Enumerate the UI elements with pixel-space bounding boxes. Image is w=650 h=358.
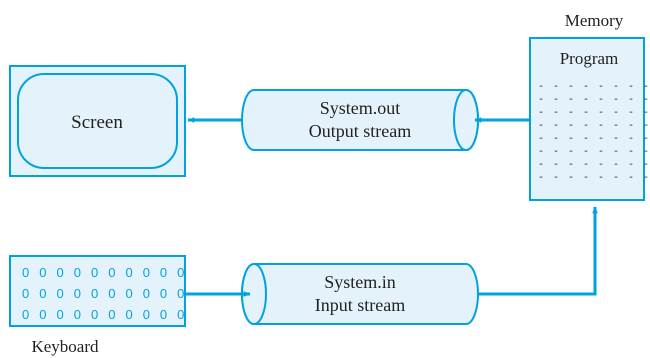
screen-display (17, 73, 178, 169)
output-stream-end (453, 89, 479, 151)
code-line: - - - - - - - - - - (538, 121, 650, 132)
code-line: - - - - - - - - - - (538, 173, 650, 184)
input-to-memory-arrow (478, 206, 598, 296)
keyboard-key-row: 0 0 0 0 0 0 0 0 0 0 (22, 265, 188, 280)
keyboard-label: Keyboard (31, 337, 99, 356)
output-stream-cylinder: System.out Output stream (241, 89, 479, 151)
keyboard-body (9, 255, 186, 327)
output-stream-subtitle: Output stream (309, 121, 411, 141)
output-stream-title: System.out (320, 98, 401, 118)
keyboard: 0 0 0 0 0 0 0 0 0 0 0 0 0 0 0 0 0 0 0 0 … (9, 255, 188, 356)
input-stream-cylinder: System.in Input stream (241, 263, 479, 325)
input-stream-subtitle: Input stream (315, 295, 405, 315)
code-line: - - - - - - - - - - (538, 160, 650, 171)
code-line: - - - - - - - - - - (538, 134, 650, 145)
code-line: - - - - - - - - - - (538, 82, 650, 93)
program-label: Program (560, 49, 619, 68)
keyboard-key-row: 0 0 0 0 0 0 0 0 0 0 (22, 286, 188, 301)
code-line: - - - - - - - - - - (538, 147, 650, 158)
input-stream-title: System.in (324, 272, 396, 292)
screen-label: Screen (71, 112, 123, 133)
code-line: - - - - - - - - - - (538, 95, 650, 106)
screen-monitor: Screen (9, 65, 186, 177)
memory-block: Memory Program - - - - - - - - - - - - -… (529, 11, 650, 201)
memory-box (529, 37, 645, 201)
memory-label: Memory (565, 11, 624, 30)
keyboard-key-row: 0 0 0 0 0 0 0 0 0 0 (22, 307, 188, 322)
code-line: - - - - - - - - - - (538, 108, 650, 119)
